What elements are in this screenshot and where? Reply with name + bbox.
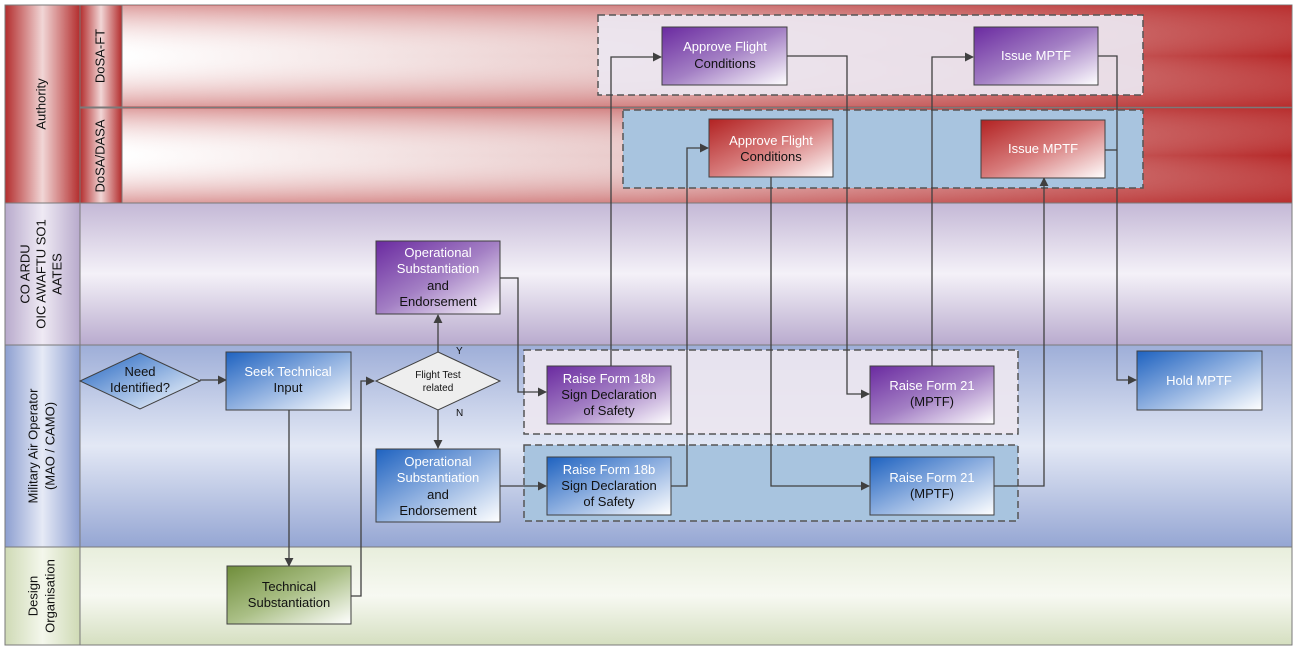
connector-18bbot-to-approvedasa [671, 143, 709, 487]
shapes: Need Identified? Seek Technical Input Te… [78, 26, 1263, 625]
approve-flight-conditions-ft-box[interactable] [661, 26, 788, 86]
form21-bottom-box[interactable] [869, 456, 995, 516]
form21-bottom-line2: (MPTF) [910, 486, 954, 501]
issue-mptf-dasa-label: Issue MPTF [1008, 141, 1078, 156]
lane-label-design-1: Design [25, 576, 40, 616]
op-sub-top-line3: and [427, 278, 449, 293]
form21-bottom-line1: Raise Form 21 [889, 470, 974, 485]
technical-substantiation-line1: Technical [262, 579, 316, 594]
lane-label-coardu-1: CO ARDU [17, 244, 32, 303]
technical-substantiation-box[interactable] [226, 565, 352, 625]
form18b-bottom-line1: Raise Form 18b [563, 462, 655, 477]
lane-header-dosa-dasa [79, 107, 123, 204]
op-sub-top-line4: Endorsement [399, 294, 477, 309]
lane-header-dosa-ft [79, 4, 123, 108]
issue-mptf-ft-box[interactable] [973, 26, 1099, 86]
op-sub-bottom-line4: Endorsement [399, 503, 477, 518]
hold-mptf-box[interactable] [1136, 350, 1263, 411]
issue-mptf-ft-label: Issue MPTF [1001, 48, 1071, 63]
approve-flight-conditions-dasa-box[interactable] [708, 118, 834, 178]
operational-substantiation-top-box[interactable] [375, 240, 501, 315]
connector-techsub-to-flighttest [351, 376, 375, 597]
form18b-top-line2: Sign Declaration [561, 387, 656, 402]
technical-substantiation-line2: Substantiation [248, 595, 330, 610]
lane-label-dosa-ft: DoSA-FT [92, 29, 107, 83]
lane-header-coardu [4, 202, 81, 346]
flight-test-line2: related [423, 383, 454, 394]
connector-form21bot-to-issuedasa [994, 177, 1049, 487]
lane-label-dosa-dasa: DoSA/DASA [92, 119, 107, 192]
connector-issueft-to-hold [1098, 55, 1137, 385]
connector-opsubtop-to-18btop [500, 277, 547, 397]
lane-header-design [4, 546, 81, 646]
form21-top-box[interactable] [869, 365, 995, 425]
seek-technical-line2: Input [274, 380, 303, 395]
lane-header-mao [4, 344, 81, 548]
issue-mptf-dasa-box[interactable] [980, 119, 1106, 179]
lane-label-mao-2: (MAO / CAMO) [42, 402, 57, 490]
op-sub-bottom-line2: Substantiation [397, 470, 479, 485]
operational-substantiation-bottom-box[interactable] [375, 448, 501, 523]
hold-mptf-label: Hold MPTF [1166, 373, 1232, 388]
connector-form21top-to-issueft [931, 52, 974, 366]
lane-headers: Authority DoSA-FT DoSA/DASA CO ARDU OIC … [4, 4, 123, 646]
need-identified-line1: Need [124, 364, 155, 379]
form18b-bottom-line2: Sign Declaration [561, 478, 656, 493]
seek-technical-line1: Seek Technical [244, 364, 331, 379]
approve-dasa-line2: Conditions [740, 149, 802, 164]
connector-approveft-to-form21top [787, 55, 870, 399]
connectors [200, 52, 1137, 597]
lane-label-mao-1: Military Air Operator [25, 388, 40, 504]
lane-label-coardu-2: OIC AWAFTU SO1 [33, 219, 48, 329]
approve-dasa-line1: Approve Flight [729, 133, 813, 148]
approve-ft-line1: Approve Flight [683, 39, 767, 54]
form21-top-line1: Raise Form 21 [889, 378, 974, 393]
lane-header-authority [4, 4, 81, 204]
lane-label-coardu-3: AATES [49, 253, 64, 295]
form18b-top-line1: Raise Form 18b [563, 371, 655, 386]
need-identified-line2: Identified? [110, 380, 170, 395]
flight-test-diamond[interactable] [374, 351, 502, 411]
need-identified-diamond[interactable] [78, 352, 202, 410]
branch-yes-label: Y [456, 346, 463, 357]
branch-no-label: N [456, 408, 463, 419]
approve-ft-line2: Conditions [694, 56, 756, 71]
lane-label-authority: Authority [33, 78, 48, 130]
seek-technical-input-box[interactable] [225, 351, 352, 411]
lane-backgrounds [79, 4, 1293, 646]
connector-18btop-to-approveft [610, 52, 662, 366]
connector-approvedasa-to-form21bot [770, 177, 870, 491]
op-sub-top-line2: Substantiation [397, 261, 479, 276]
form18b-top-line3: of Safety [583, 403, 635, 418]
op-sub-bottom-line1: Operational [404, 454, 471, 469]
form18b-bottom-line3: of Safety [583, 494, 635, 509]
form18b-bottom-box[interactable] [546, 456, 672, 516]
form18b-top-box[interactable] [546, 365, 672, 425]
op-sub-top-line1: Operational [404, 245, 471, 260]
form21-top-line2: (MPTF) [910, 394, 954, 409]
flight-test-line1: Flight Test [415, 370, 461, 381]
lane-label-design-2: Organisation [42, 559, 57, 633]
lane-coardu-bg [79, 202, 1293, 346]
op-sub-bottom-line3: and [427, 487, 449, 502]
